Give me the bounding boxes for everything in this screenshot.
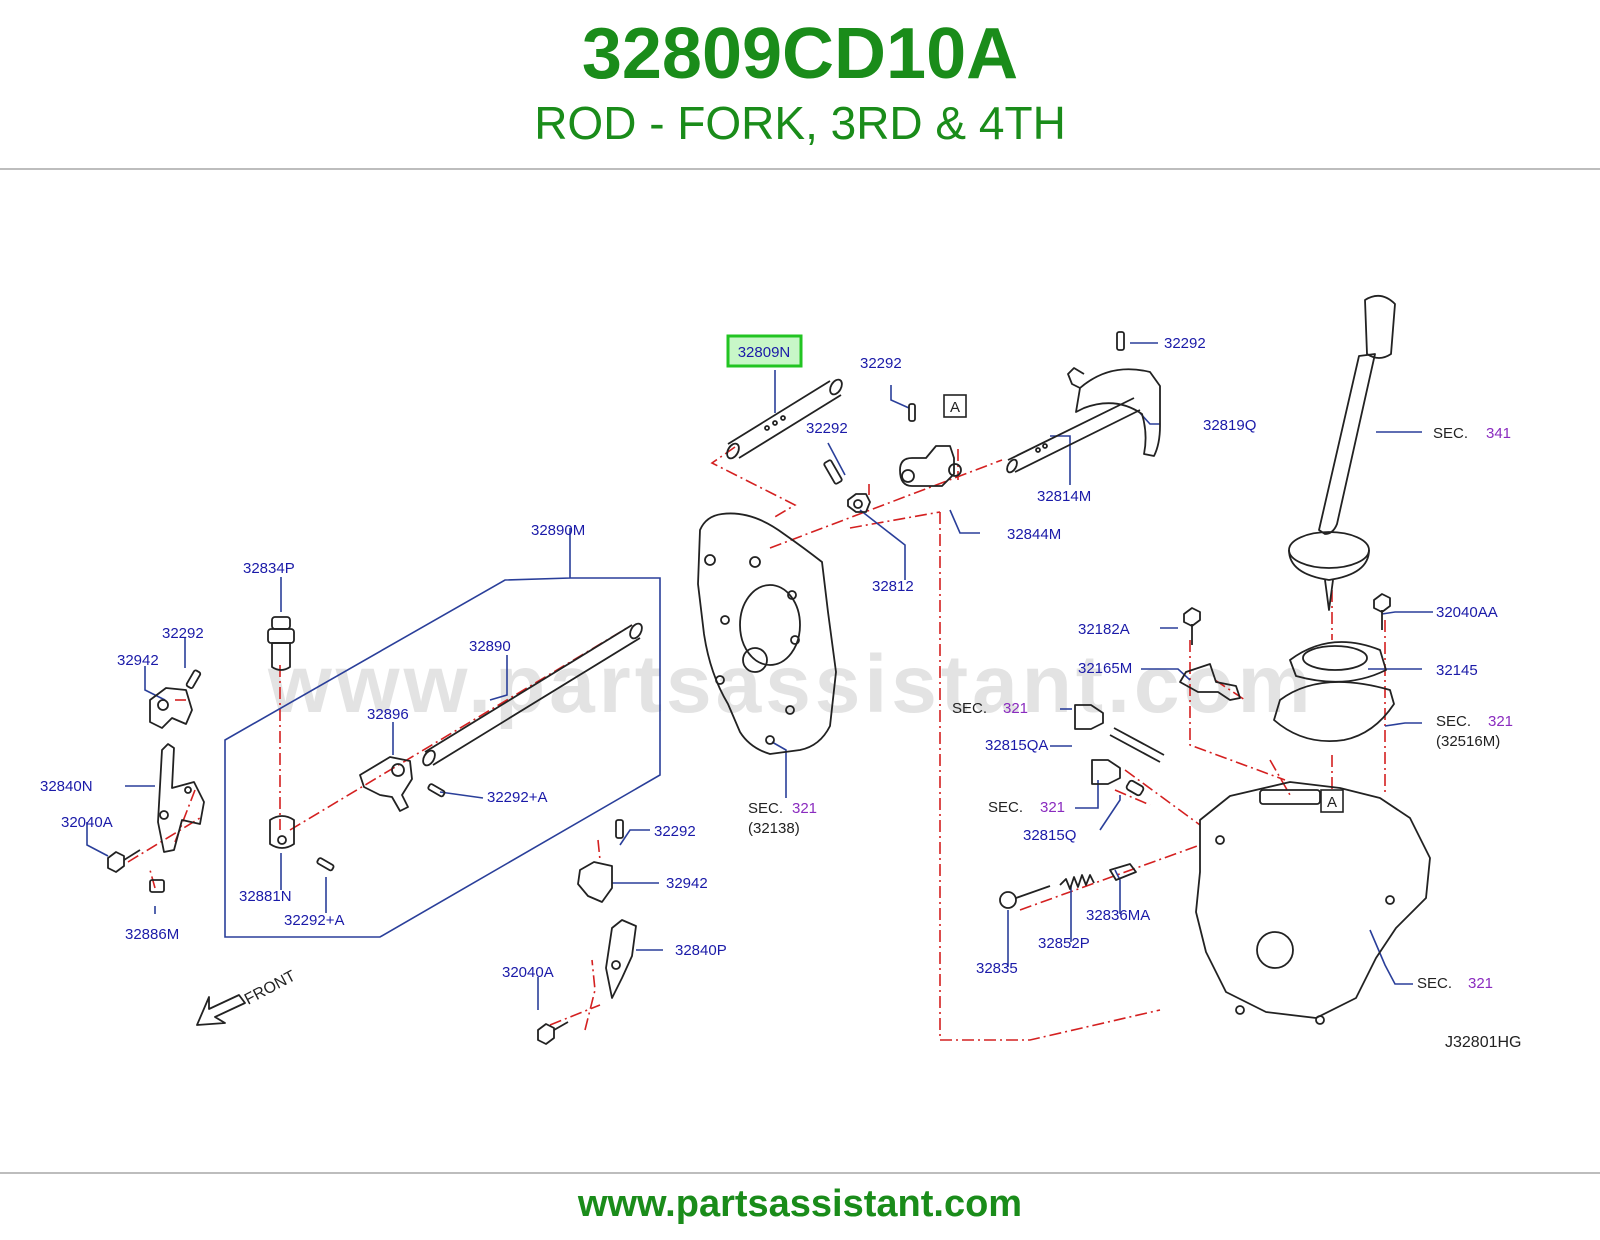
label-32840n[interactable]: 32840N <box>40 778 93 795</box>
label-32292a-bottom[interactable]: 32292+A <box>284 912 344 929</box>
part-name-subtitle: ROD - FORK, 3RD & 4TH <box>534 97 1066 149</box>
svg-text:SEC.: SEC. <box>1436 713 1471 730</box>
label-32040a-right[interactable]: 32040A <box>502 964 554 981</box>
sec-ref-341[interactable]: SEC. 341 <box>1433 425 1511 442</box>
parts-diagram-svg: www.partsassistant.com <box>40 294 1522 1051</box>
watermark: www.partsassistant.com <box>267 639 1315 730</box>
sec-ref-321-case[interactable]: SEC. 321 <box>1417 975 1493 992</box>
label-32890m[interactable]: 32890M <box>531 522 585 539</box>
label-32836ma[interactable]: 32836MA <box>1086 907 1150 924</box>
label-32182a[interactable]: 32182A <box>1078 621 1130 638</box>
assembly-lines <box>127 446 1386 1041</box>
highlighted-part-box <box>726 334 803 368</box>
label-32890[interactable]: 32890 <box>469 638 511 655</box>
svg-text:A: A <box>1327 794 1337 811</box>
label-32819q[interactable]: 32819Q <box>1203 417 1256 434</box>
front-label: FRONT <box>242 968 299 1009</box>
label-32896[interactable]: 32896 <box>367 706 409 723</box>
rod-32809n-shape <box>726 378 843 460</box>
footer-url[interactable]: www.partsassistant.com <box>577 1183 1023 1225</box>
view-marker-a-bottom: A <box>1320 789 1344 813</box>
header-divider <box>0 168 1600 170</box>
part-shapes <box>107 294 1431 1045</box>
label-32835[interactable]: 32835 <box>976 960 1018 977</box>
label-32292-left[interactable]: 32292 <box>162 625 204 642</box>
label-32292a-right[interactable]: 32292+A <box>487 789 547 806</box>
leader-lines <box>86 342 1433 1010</box>
label-32145[interactable]: 32145 <box>1436 662 1478 679</box>
label-32292-bottom[interactable]: 32292 <box>654 823 696 840</box>
label-32815q[interactable]: 32815Q <box>1023 827 1076 844</box>
label-32840p[interactable]: 32840P <box>675 942 727 959</box>
section-references: SEC. 341 SEC. 321 SEC. 321 SEC. 321 SEC.… <box>748 425 1513 992</box>
label-32886m[interactable]: 32886M <box>125 926 179 943</box>
sec-ref-321-center[interactable]: SEC. 321 <box>748 800 817 817</box>
label-32165m[interactable]: 32165M <box>1078 660 1132 677</box>
footer-divider <box>0 1172 1600 1174</box>
label-32942-right[interactable]: 32942 <box>666 875 708 892</box>
sec-ref-321-switch-top[interactable]: SEC. 321 <box>952 700 1028 717</box>
label-32516m[interactable]: (32516M) <box>1436 733 1500 750</box>
label-32852p[interactable]: 32852P <box>1038 935 1090 952</box>
svg-text:321: 321 <box>1040 799 1065 816</box>
label-32815qa[interactable]: 32815QA <box>985 737 1048 754</box>
svg-text:341: 341 <box>1486 425 1511 442</box>
label-32292-mid[interactable]: 32292 <box>806 420 848 437</box>
part-number-title: 32809CD10A <box>581 14 1019 94</box>
label-32814m[interactable]: 32814M <box>1037 488 1091 505</box>
parts-diagram: www.partsassistant.com <box>0 170 1600 1170</box>
svg-text:SEC.: SEC. <box>952 700 987 717</box>
svg-text:SEC.: SEC. <box>1417 975 1452 992</box>
svg-text:321: 321 <box>792 800 817 817</box>
label-32040aa[interactable]: 32040AA <box>1436 604 1498 621</box>
label-32292-top-mid[interactable]: 32292 <box>860 355 902 372</box>
sec-ref-321-gasket[interactable]: SEC. 321 <box>1436 713 1513 730</box>
svg-text:321: 321 <box>1468 975 1493 992</box>
svg-text:SEC.: SEC. <box>988 799 1023 816</box>
header: 32809CD10A ROD - FORK, 3RD & 4TH <box>0 0 1600 170</box>
svg-text:321: 321 <box>1488 713 1513 730</box>
label-32138[interactable]: (32138) <box>748 820 800 837</box>
part-labels: 32809N 32292 32292 32292 32819Q 32814M 3… <box>40 335 1500 981</box>
label-32809n[interactable]: 32809N <box>738 344 791 361</box>
label-32844m[interactable]: 32844M <box>1007 526 1061 543</box>
label-32834p[interactable]: 32834P <box>243 560 295 577</box>
label-32881n[interactable]: 32881N <box>239 888 292 905</box>
svg-text:SEC.: SEC. <box>748 800 783 817</box>
label-32292-top-right[interactable]: 32292 <box>1164 335 1206 352</box>
sec-ref-321-switch-bottom[interactable]: SEC. 321 <box>988 799 1065 816</box>
view-marker-a-top: A <box>943 394 967 418</box>
diagram-code: J32801HG <box>1445 1034 1522 1051</box>
svg-text:321: 321 <box>1003 700 1028 717</box>
svg-text:A: A <box>950 399 960 416</box>
label-32040a-left[interactable]: 32040A <box>61 814 113 831</box>
svg-text:SEC.: SEC. <box>1433 425 1468 442</box>
label-32942-left[interactable]: 32942 <box>117 652 159 669</box>
label-32812[interactable]: 32812 <box>872 578 914 595</box>
